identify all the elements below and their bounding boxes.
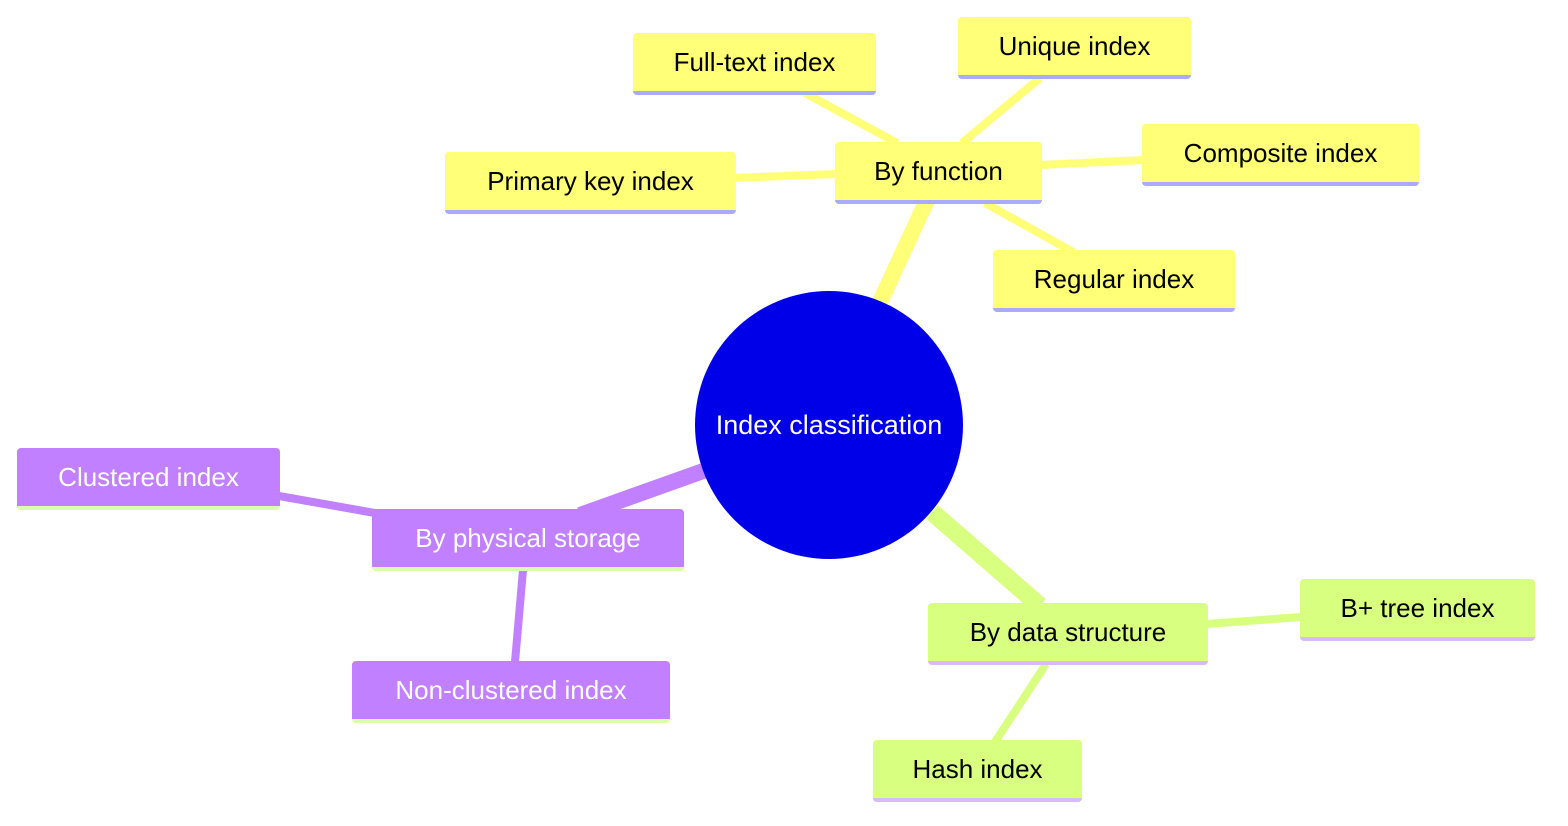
branch-by-data-structure[interactable]: By data structure [928,603,1208,665]
branch-by-physical-storage[interactable]: By physical storage [372,509,684,571]
link-function-regular [983,199,1075,256]
leaf-hash-index[interactable]: Hash index [873,740,1082,802]
link-root-by-physical-storage [577,462,709,523]
leaf-regular-index[interactable]: Regular index [993,250,1235,312]
leaf-non-clustered-index[interactable]: Non-clustered index [352,661,670,723]
leaf-primary-key-index[interactable]: Primary key index [445,152,736,214]
leaf-clustered-index[interactable]: Clustered index [17,448,280,510]
link-storage-clustered [278,492,376,517]
link-function-primary [734,170,837,182]
leaf-full-text-index[interactable]: Full-text index [633,33,876,95]
link-function-composite [1039,156,1144,169]
link-root-by-data-structure [926,505,1046,613]
link-storage-nonclustered [511,569,527,663]
leaf-unique-index[interactable]: Unique index [958,17,1191,79]
root-node-index-classification[interactable]: Index classification [695,291,963,559]
link-function-fulltext [803,89,899,147]
branch-by-function[interactable]: By function [835,142,1042,204]
leaf-composite-index[interactable]: Composite index [1142,124,1419,186]
link-structure-bplus [1206,613,1302,628]
link-structure-hash [991,661,1050,745]
leaf-b-plus-tree-index[interactable]: B+ tree index [1300,579,1535,641]
link-function-unique [959,74,1043,147]
link-root-by-function [872,194,936,306]
